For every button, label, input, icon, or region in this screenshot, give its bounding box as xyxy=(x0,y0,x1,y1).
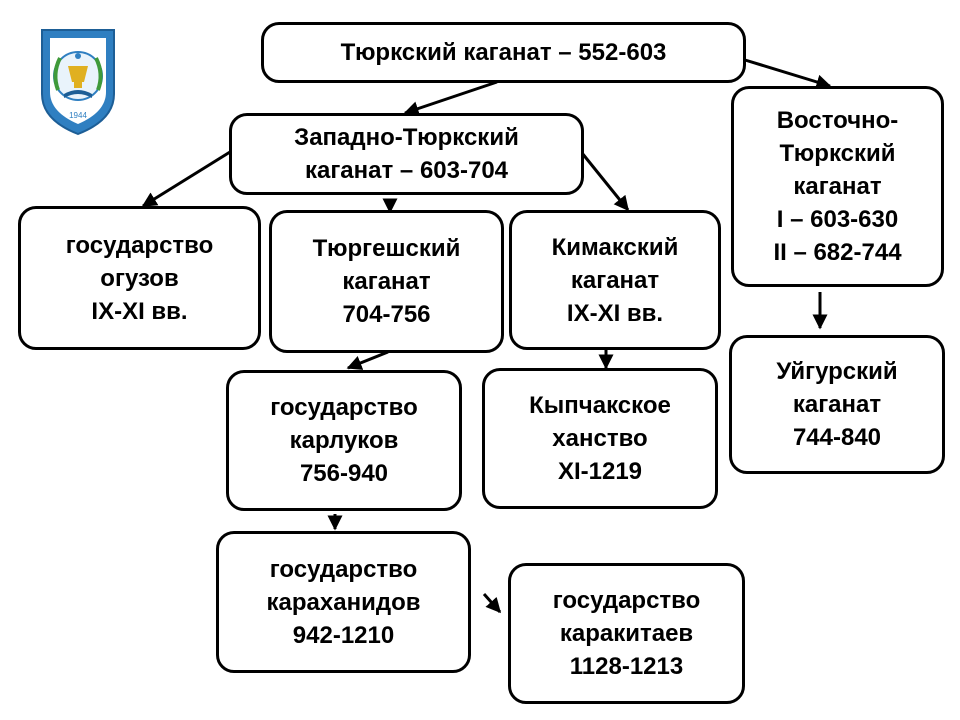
node-oguz-state: государство огузов IX-XI вв. xyxy=(18,206,261,350)
node-east-turkic-khaganate: Восточно- Тюркский каганат I – 603-630 I… xyxy=(731,86,944,287)
emblem-icon: 1944 xyxy=(41,29,115,136)
logo-year: 1944 xyxy=(69,111,87,120)
arrow-turgesh-to-karluk xyxy=(346,350,389,370)
arrow-west-to-kimak xyxy=(580,152,630,212)
node-turkic-khaganate: Тюркский каганат – 552-603 xyxy=(261,22,746,83)
node-turgesh-khaganate: Тюргешский каганат 704-756 xyxy=(269,210,504,353)
arrow-west-to-oguz xyxy=(141,150,231,208)
arrow-root-to-west xyxy=(403,80,498,116)
node-karakitai-state: государство каракитаев 1128-1213 xyxy=(508,563,745,704)
node-karakhanid-state: государство караханидов 942-1210 xyxy=(216,531,471,673)
node-kipchak-khanate: Кыпчакское ханство XI-1219 xyxy=(482,368,718,509)
node-karluk-state: государство карлуков 756-940 xyxy=(226,370,462,511)
node-uighur-khaganate: Уйгурский каганат 744-840 xyxy=(729,335,945,474)
node-kimak-khaganate: Кимакский каганат IX-XI вв. xyxy=(509,210,721,350)
arrow-karakhanid-to-karakitai xyxy=(482,593,502,614)
arrow-root-to-east xyxy=(744,58,832,90)
node-west-turkic-khaganate: Западно-Тюркский каганат – 603-704 xyxy=(229,113,584,195)
